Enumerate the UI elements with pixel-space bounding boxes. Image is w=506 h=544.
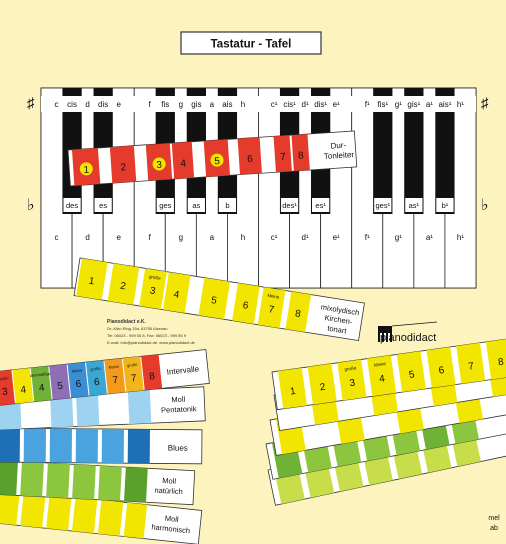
flat-note-label: es xyxy=(99,201,107,210)
sharp-sign-right: ♯ xyxy=(481,95,489,112)
right-partial-line1: mel xyxy=(488,515,500,522)
white-note-label: e xyxy=(116,233,121,242)
upper-note-label: ais xyxy=(222,100,232,109)
upper-note-label: h xyxy=(241,100,245,109)
upper-note-label: dis xyxy=(98,100,108,109)
flat-note-label: b¹ xyxy=(442,201,449,210)
upper-note-label: fis¹ xyxy=(377,100,388,109)
title-box: Tastatur - Tafel xyxy=(181,32,321,54)
upper-note-label: fis xyxy=(161,100,169,109)
strip-blues[interactable]: Blues xyxy=(0,428,202,464)
flat-note-label: des xyxy=(66,201,78,210)
harmonic-line1: Moll xyxy=(164,514,179,524)
publisher-address: Dr.-Kihn-Ring 15a, 63755 Alzenau xyxy=(107,326,167,331)
flat-note-label: b xyxy=(225,201,229,210)
logo-text: pianodidact xyxy=(380,332,436,344)
white-note-label: g¹ xyxy=(395,233,402,242)
upper-note-label: gis¹ xyxy=(407,100,420,109)
blues-label: Blues xyxy=(168,444,188,453)
flat-sign-right: ♭ xyxy=(481,197,489,214)
upper-note-label: c¹ xyxy=(271,100,278,109)
page-title: Tastatur - Tafel xyxy=(211,39,292,51)
publisher-name: Pianodidact e.K. xyxy=(107,319,147,325)
right-partial-line2: ab xyxy=(490,525,498,532)
upper-note-label: cis xyxy=(67,100,77,109)
upper-note-label: e¹ xyxy=(333,100,340,109)
white-note-label: a xyxy=(210,233,215,242)
upper-note-label: a xyxy=(210,100,215,109)
upper-note-label: ais¹ xyxy=(438,100,451,109)
pentatonic-line2: Pentatonik xyxy=(161,404,197,415)
white-note-label: c¹ xyxy=(271,233,278,242)
white-note-label: d¹ xyxy=(302,233,309,242)
flat-note-label: as xyxy=(192,201,200,210)
upper-note-label: d¹ xyxy=(302,100,309,109)
white-note-label: g xyxy=(179,233,183,242)
sharp-sign-left: ♯ xyxy=(27,95,35,112)
upper-note-label: e xyxy=(116,100,121,109)
dur-label-line1: Dur- xyxy=(330,141,346,151)
white-note-label: e¹ xyxy=(333,233,340,242)
left-strip-stack: Moll harmonisch Moll natürlich Blues xyxy=(0,350,209,544)
upper-note-label: g xyxy=(179,100,183,109)
flat-note-label: ges¹ xyxy=(375,201,390,210)
white-note-label: c xyxy=(55,233,59,242)
upper-note-label: f¹ xyxy=(365,100,370,109)
publisher-phone: Tel: 06023 - 999 55 8, Fax: 06023 - 999 … xyxy=(107,333,187,338)
white-note-label: f¹ xyxy=(365,233,370,242)
flat-note-label: des¹ xyxy=(282,201,297,210)
white-note-label: a¹ xyxy=(426,233,433,242)
white-note-label: d xyxy=(85,233,89,242)
pentatonic-line1: Moll xyxy=(171,395,185,405)
upper-note-label: gis xyxy=(191,100,201,109)
upper-note-label: c xyxy=(55,100,59,109)
upper-note-label: a¹ xyxy=(426,100,433,109)
natural-line2: natürlich xyxy=(154,486,183,496)
upper-note-label: g¹ xyxy=(395,100,402,109)
flat-note-label: as¹ xyxy=(409,201,420,210)
white-note-label: h¹ xyxy=(457,233,464,242)
publisher-web: E-mail: info@pianodidact.de, www.pianodi… xyxy=(107,340,196,345)
upper-note-label: cis¹ xyxy=(283,100,296,109)
upper-note-label: h¹ xyxy=(457,100,464,109)
flat-note-label: es¹ xyxy=(315,201,326,210)
natural-line1: Moll xyxy=(162,476,177,486)
upper-note-label: dis¹ xyxy=(314,100,327,109)
upper-note-label: d xyxy=(85,100,89,109)
flat-note-label: ges xyxy=(159,201,171,210)
flat-sign-left: ♭ xyxy=(27,197,35,214)
white-note-label: h xyxy=(241,233,245,242)
